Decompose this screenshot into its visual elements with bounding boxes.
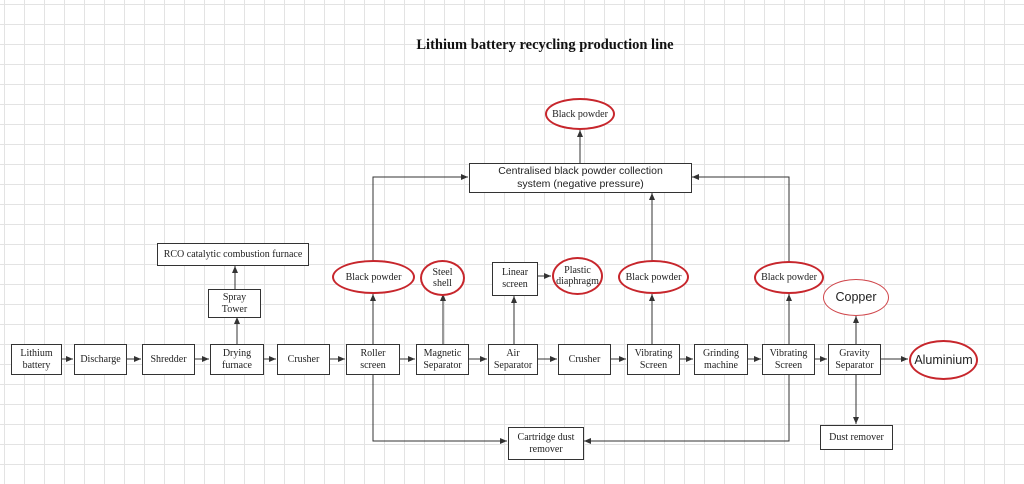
output-black-powder-vibrating-2: Black powder: [754, 261, 824, 294]
node-dust-remover: Dust remover: [820, 425, 893, 450]
node-drying-furnace: Drying furnace: [210, 344, 264, 375]
output-black-powder-top: Black powder: [545, 98, 615, 130]
node-crusher-2: Crusher: [558, 344, 611, 375]
arrow-vib2-black-to-collection: [692, 174, 790, 261]
node-shredder: Shredder: [142, 344, 195, 375]
output-aluminium: Aluminium: [909, 340, 978, 380]
output-black-powder-roller: Black powder: [332, 260, 415, 294]
node-grinding-machine: Grinding machine: [694, 344, 748, 375]
arrow-roller-to-cartridge: [372, 374, 507, 444]
output-steel-shell: Steel shell: [420, 260, 465, 296]
node-air-separator: Air Separator: [488, 344, 538, 375]
node-vibrating-screen-1: Vibrating Screen: [627, 344, 680, 375]
node-rco-furnace: RCO catalytic combustion furnace: [157, 243, 309, 266]
node-magnetic-separator: Magnetic Separator: [416, 344, 469, 375]
diagram-title: Lithium battery recycling production lin…: [416, 37, 674, 53]
node-vibrating-screen-2: Vibrating Screen: [762, 344, 815, 375]
node-roller-screen: Roller screen: [346, 344, 400, 375]
node-crusher-1: Crusher: [277, 344, 330, 375]
output-black-powder-vibrating-1: Black powder: [618, 260, 689, 294]
node-cartridge-dust-remover: Cartridge dust remover: [508, 427, 584, 460]
node-lithium-battery: Lithium battery: [11, 344, 62, 375]
arrow-vibrating2-to-cartridge: [584, 374, 790, 444]
arrow-roller-black-to-collection: [372, 174, 468, 261]
node-collection-system: Centralised black powder collection syst…: [469, 163, 692, 193]
node-gravity-separator: Gravity Separator: [828, 344, 881, 375]
output-plastic-diaphragm: Plastic diaphragm: [552, 257, 603, 295]
node-discharge: Discharge: [74, 344, 127, 375]
node-linear-screen: Linear screen: [492, 262, 538, 296]
node-spray-tower: Spray Tower: [208, 289, 261, 318]
output-copper: Copper: [823, 279, 889, 316]
